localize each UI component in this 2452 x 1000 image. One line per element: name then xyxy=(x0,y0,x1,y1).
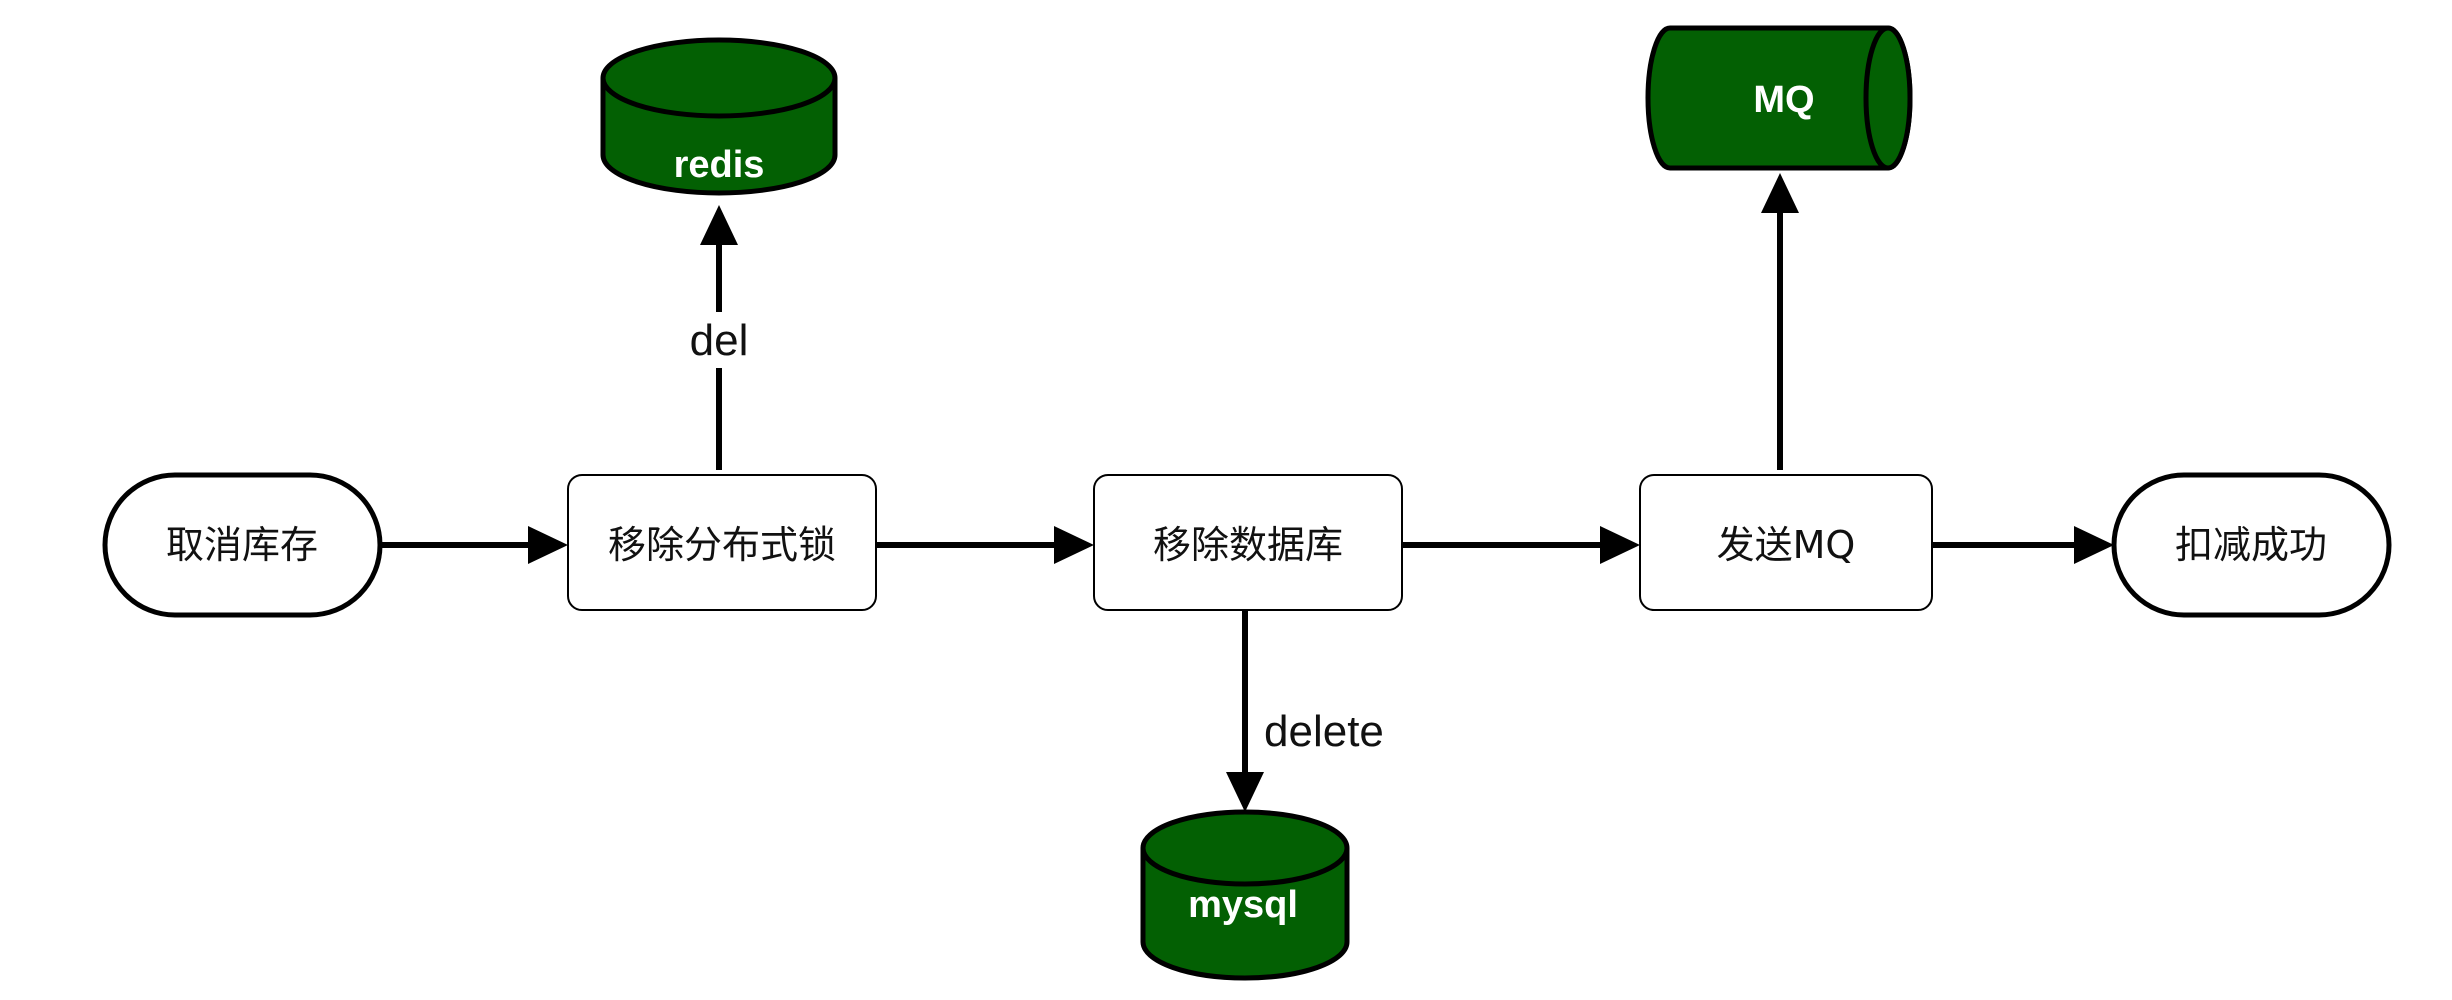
start-node-label: 取消库存 xyxy=(166,523,318,567)
edge-remove-db-to-send-mq xyxy=(1402,526,1640,564)
mq-label: MQ xyxy=(1753,79,1814,121)
edge-label-delete: delete xyxy=(1264,707,1384,756)
end-node: 扣减成功 xyxy=(2111,472,2392,618)
remove-db-node: 移除数据库 xyxy=(1093,474,1403,611)
edge-send-mq-to-end xyxy=(1932,526,2114,564)
send-mq-node: 发送MQ xyxy=(1639,474,1933,611)
mq-queue-icon: MQ xyxy=(1645,25,1913,171)
end-node-label: 扣减成功 xyxy=(2175,523,2327,567)
remove-lock-node: 移除分布式锁 xyxy=(567,474,877,611)
start-node: 取消库存 xyxy=(102,472,383,618)
remove-db-node-label: 移除数据库 xyxy=(1153,523,1343,567)
mysql-label: mysql xyxy=(1188,884,1298,926)
remove-lock-node-label: 移除分布式锁 xyxy=(608,523,836,567)
redis-database-icon: redis xyxy=(600,37,838,196)
edge-remove-lock-to-remove-db xyxy=(876,526,1094,564)
edge-start-to-remove-lock xyxy=(380,526,568,564)
send-mq-node-label: 发送MQ xyxy=(1717,523,1856,567)
edge-send-mq-to-mq xyxy=(1761,173,1799,470)
redis-label: redis xyxy=(674,144,765,186)
edge-label-del: del xyxy=(690,316,749,365)
edge-delete-to-mysql xyxy=(1226,610,1264,812)
edges xyxy=(380,173,2114,812)
edge-label-del-bg xyxy=(676,312,762,368)
mysql-database-icon: mysql xyxy=(1140,809,1350,981)
